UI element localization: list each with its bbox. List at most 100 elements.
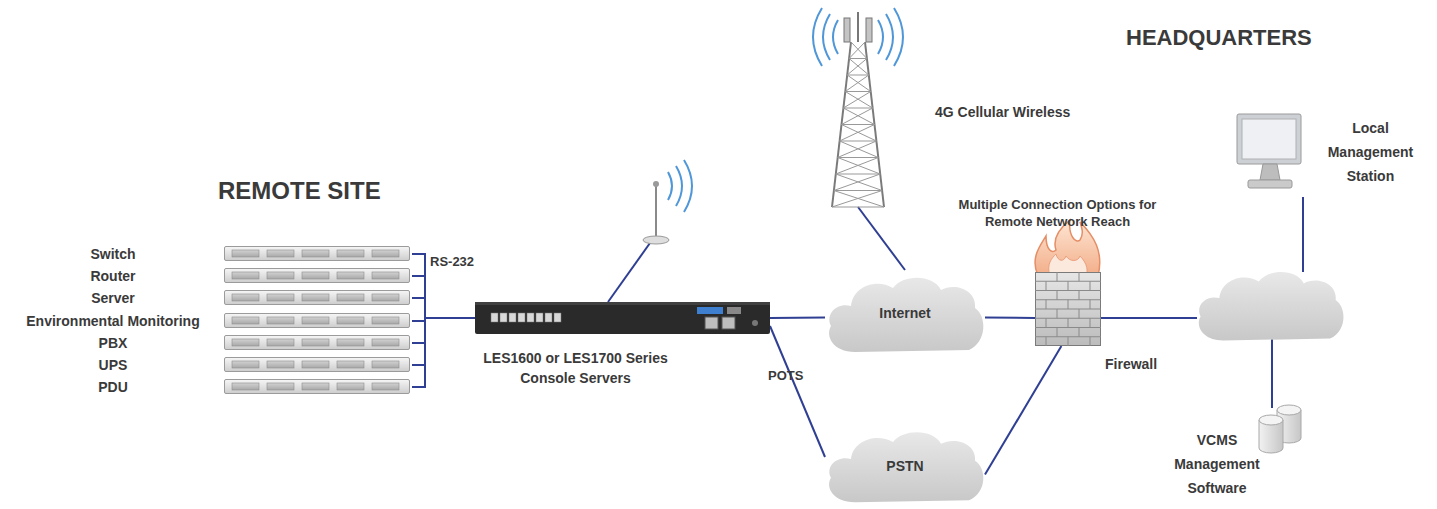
node-label: Server	[0, 288, 226, 308]
line-detail	[840, 141, 879, 158]
line-detail	[832, 191, 882, 208]
rect-detail	[232, 361, 259, 368]
rect-detail	[225, 269, 410, 283]
rack-shape	[224, 379, 410, 394]
antenna-link	[608, 243, 650, 302]
console-server: LES1600 or LES1700 Series Console Server…	[475, 302, 770, 334]
network-link	[770, 317, 825, 319]
rect-detail	[1036, 273, 1101, 346]
rack-shape	[224, 290, 410, 305]
rect-detail	[302, 250, 329, 257]
rect-detail	[302, 272, 329, 279]
line-detail	[849, 42, 865, 59]
console-shape	[475, 302, 770, 334]
line-detail	[1079, 291, 1080, 300]
rack-shape	[224, 357, 410, 372]
firewall: Firewall	[1035, 272, 1101, 346]
line-detail	[836, 158, 879, 175]
line-detail	[834, 190, 882, 191]
hq-cloud	[1199, 272, 1344, 340]
rack-shape	[224, 246, 410, 261]
line-detail	[1090, 337, 1091, 346]
rect-detail	[232, 383, 259, 390]
rect-detail	[232, 339, 259, 346]
note-text: Multiple Connection Options for Remote N…	[950, 196, 1165, 230]
node-label: UPS	[0, 355, 226, 375]
link-label: POTS	[768, 366, 803, 386]
rect-detail	[545, 313, 552, 322]
rack-shape	[224, 335, 410, 350]
signal-label: RS-232	[430, 252, 474, 272]
rect-detail	[475, 302, 770, 305]
line-detail	[857, 12, 859, 42]
line-detail	[843, 108, 872, 109]
rack-shape	[224, 268, 410, 283]
network-link	[412, 318, 475, 343]
line-detail	[847, 75, 869, 76]
line-detail	[1057, 328, 1058, 337]
rect-detail	[697, 307, 723, 314]
circle-detail	[752, 320, 758, 326]
rect-detail	[554, 313, 561, 322]
wave-arc	[833, 20, 838, 54]
line-detail	[842, 108, 873, 125]
line-detail	[842, 124, 875, 125]
line-detail	[1046, 337, 1047, 346]
wave-arc	[668, 172, 672, 200]
rect-detail	[509, 313, 516, 322]
network-link	[770, 326, 825, 457]
rect-detail	[500, 313, 507, 322]
line-detail	[849, 58, 867, 59]
rack-device: Router	[0, 268, 412, 284]
rect-detail	[267, 250, 294, 257]
wave-arc	[813, 8, 822, 66]
line-detail	[840, 141, 877, 142]
wave-arc	[684, 160, 692, 212]
network-link	[412, 298, 475, 318]
rect-detail	[225, 291, 410, 305]
section-heading: HEADQUARTERS	[1126, 24, 1312, 52]
rect-detail	[372, 272, 399, 279]
rect-detail	[372, 339, 399, 346]
node-label: Router	[0, 266, 226, 286]
rect-detail	[225, 380, 410, 394]
ellipse-detail	[1277, 405, 1301, 415]
rect-detail	[372, 317, 399, 324]
rack-device: PDU	[0, 379, 412, 395]
rect-detail	[267, 383, 294, 390]
line-detail	[1046, 318, 1047, 327]
rect-detail	[302, 294, 329, 301]
vcms-link	[1271, 336, 1273, 408]
line-detail	[845, 91, 870, 92]
line-detail	[838, 158, 881, 175]
firewall-link	[1101, 317, 1197, 319]
rect-detail	[372, 361, 399, 368]
line-detail	[1090, 300, 1091, 309]
line-detail	[840, 125, 875, 142]
rect-detail	[225, 336, 410, 350]
rect-detail	[372, 250, 399, 257]
rect-detail	[727, 307, 741, 314]
rect-detail	[866, 18, 872, 42]
rect-detail	[491, 313, 498, 322]
rect-detail	[1248, 180, 1292, 188]
rect-detail	[527, 313, 534, 322]
rect-detail	[518, 313, 525, 322]
line-detail	[1057, 309, 1058, 318]
rect-detail	[337, 294, 364, 301]
rect-detail	[302, 361, 329, 368]
rect-detail	[1242, 119, 1296, 159]
line-detail	[849, 59, 869, 76]
line-detail	[834, 191, 884, 208]
network-link	[858, 207, 905, 270]
node-label: PDU	[0, 377, 226, 397]
node-label: VCMS Management Software	[1167, 428, 1267, 500]
node-label: PBX	[0, 333, 226, 353]
rect-detail	[267, 361, 294, 368]
line-detail	[845, 75, 869, 92]
rect-detail	[372, 383, 399, 390]
polygon-detail	[1260, 164, 1280, 180]
rack-shape	[224, 313, 410, 328]
internet-cloud: Internet	[825, 270, 985, 355]
